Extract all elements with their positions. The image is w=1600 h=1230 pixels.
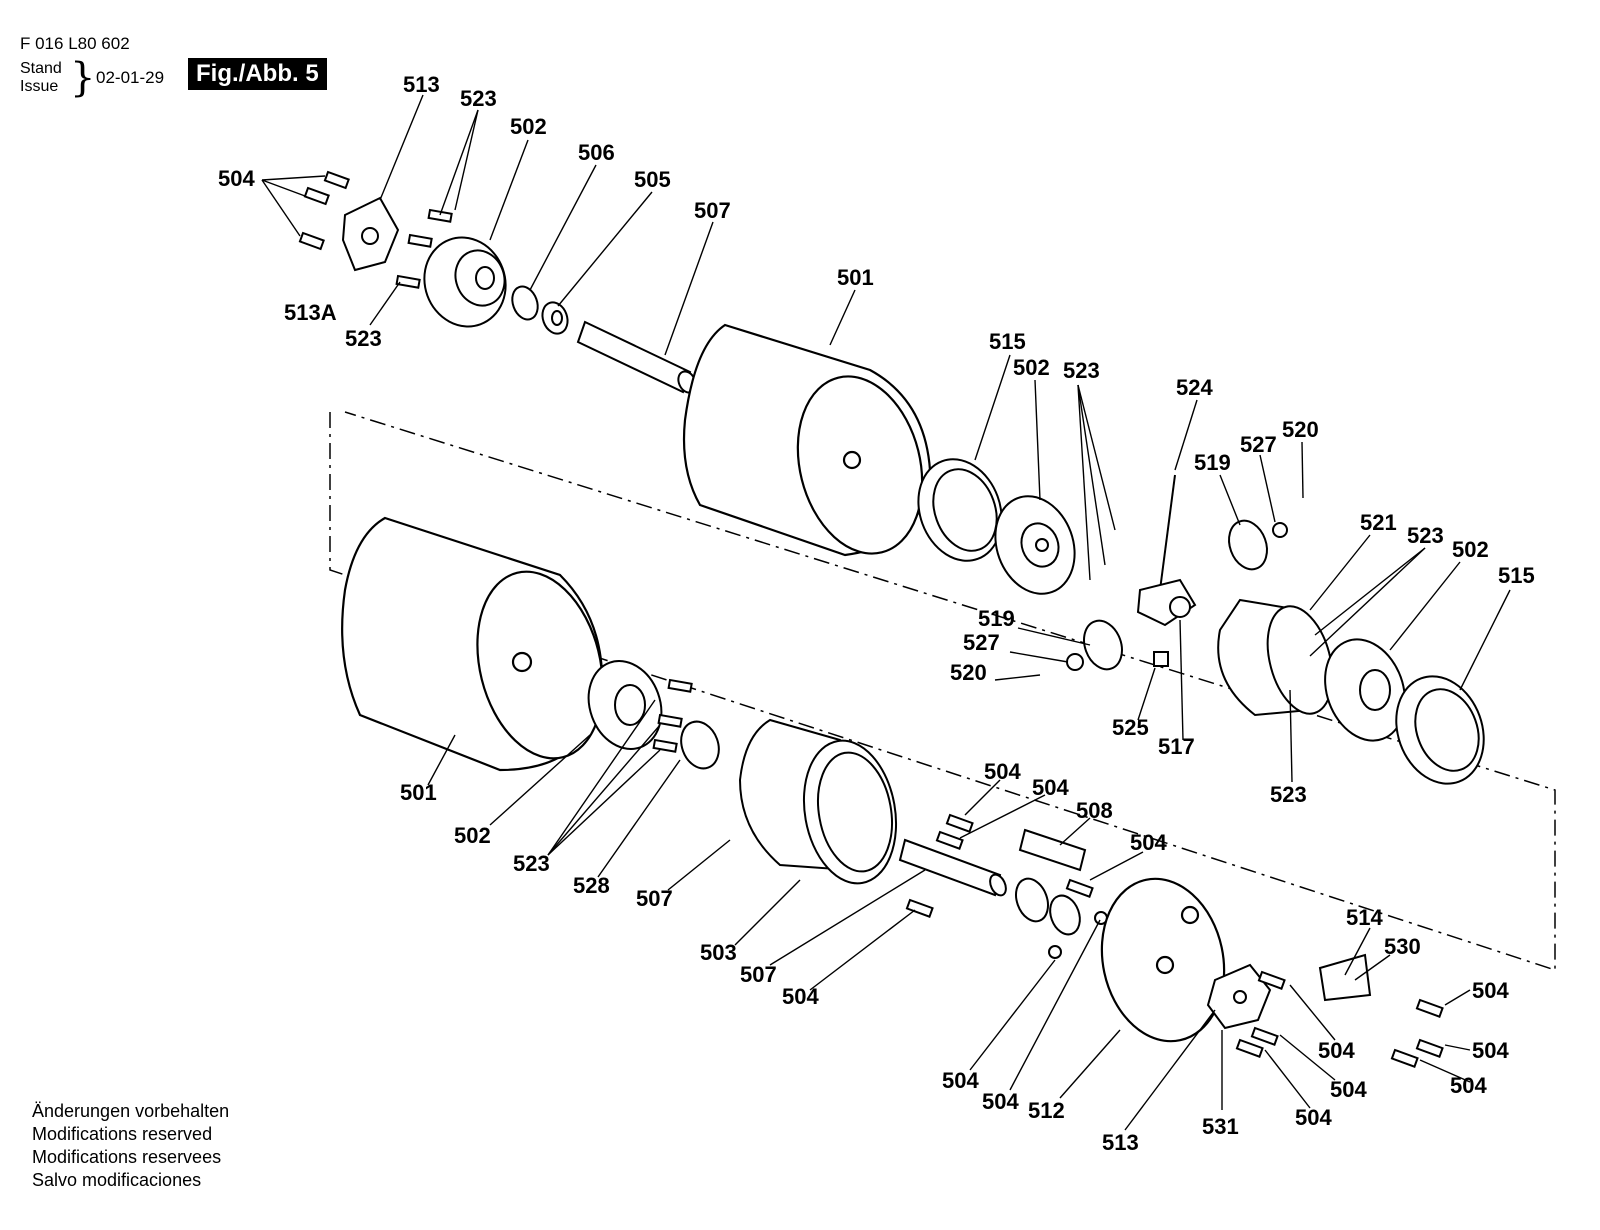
part-label: 519	[1194, 450, 1231, 475]
part-label: 505	[634, 167, 671, 192]
right-housing-part	[1217, 598, 1485, 785]
bracket-514	[1318, 953, 1372, 1002]
part-label: 523	[1407, 523, 1444, 548]
part-label: 513A	[284, 300, 337, 325]
part-label: 504	[1450, 1073, 1487, 1098]
part-label: 524	[1176, 375, 1213, 400]
part-label: 515	[1498, 563, 1535, 588]
part-label: 504	[218, 166, 255, 191]
upper-bearing-part	[994, 495, 1076, 595]
part-label: 523	[1270, 782, 1307, 807]
footer-line-en: Modifications reserved	[32, 1124, 213, 1144]
part-label: 503	[700, 940, 737, 965]
footer-line-es: Salvo modificaciones	[32, 1170, 202, 1190]
stand-label: Stand	[20, 60, 62, 77]
part-label: 513	[403, 72, 440, 97]
end-plate-part	[1100, 877, 1226, 1043]
part-label: 501	[400, 780, 437, 805]
figure-badge: Fig./Abb. 5	[188, 58, 327, 90]
upper-screws	[298, 170, 453, 289]
part-label: 504	[1318, 1038, 1355, 1063]
part-label: 507	[636, 886, 673, 911]
part-label: 504	[982, 1089, 1019, 1114]
upper-end-shield-part	[423, 236, 507, 328]
part-label: 504	[1472, 1038, 1509, 1063]
part-label: 504	[942, 1068, 979, 1093]
upper-rings	[511, 285, 569, 335]
part-label: 504	[984, 759, 1021, 784]
part-label: 531	[1202, 1114, 1239, 1139]
dash-frame	[329, 411, 1556, 972]
part-label: 504	[1130, 830, 1167, 855]
part-label: 527	[1240, 432, 1277, 457]
stand-issue-label: Stand Issue	[20, 60, 62, 96]
part-label: 523	[513, 851, 550, 876]
upper-seal-ring-part	[917, 458, 1003, 562]
part-label: 530	[1384, 934, 1421, 959]
gear-assembly-part	[1066, 474, 1288, 671]
leader-lines	[261, 94, 1511, 1131]
upper-shaft-part	[576, 320, 697, 394]
part-label: 501	[837, 265, 874, 290]
part-label: 507	[694, 198, 731, 223]
issue-date: 02-01-29	[96, 68, 165, 87]
part-label: 504	[782, 984, 819, 1009]
part-label: 515	[989, 329, 1026, 354]
part-label: 517	[1158, 734, 1195, 759]
lower-drum-part	[341, 516, 604, 772]
part-label: 521	[1360, 510, 1397, 535]
part-label: 523	[460, 86, 497, 111]
part-label: 523	[345, 326, 382, 351]
part-label: 520	[950, 660, 987, 685]
part-label: 502	[510, 114, 547, 139]
lower-bearing-part	[587, 660, 720, 770]
document-number: F 016 L80 602	[20, 34, 130, 53]
part-label: 506	[578, 140, 615, 165]
brace-icon: }	[70, 55, 96, 101]
part-label: 502	[1452, 537, 1489, 562]
footer-line-de: Änderungen vorbehalten	[32, 1101, 230, 1121]
part-label: 504	[1472, 978, 1509, 1003]
part-label: 508	[1076, 798, 1113, 823]
part-label: 520	[1282, 417, 1319, 442]
part-label: 504	[1295, 1105, 1332, 1130]
part-label: 502	[1013, 355, 1050, 380]
lower-plate-513	[1206, 963, 1272, 1030]
part-label: 527	[963, 630, 1000, 655]
lower-screws	[652, 678, 1444, 1068]
part-label: 528	[573, 873, 610, 898]
upper-plate-part	[341, 196, 400, 272]
part-label: 519	[978, 606, 1015, 631]
part-label: 525	[1112, 715, 1149, 740]
lower-shaft-part	[898, 828, 1087, 897]
part-label: 523	[1063, 358, 1100, 383]
part-label: 504	[1032, 775, 1069, 800]
part-label: 513	[1102, 1130, 1139, 1155]
part-label: 512	[1028, 1098, 1065, 1123]
issue-label: Issue	[20, 78, 59, 95]
lower-washers	[1015, 877, 1108, 959]
part-label: 504	[1330, 1077, 1367, 1102]
part-labels: 513 523 502 506 505 507 504 513A 523 501…	[218, 72, 1535, 1155]
upper-drum-part	[682, 323, 932, 557]
part-label: 502	[454, 823, 491, 848]
footer-line-fr: Modifications reservees	[32, 1147, 222, 1167]
footer-notes: Änderungen vorbehalten Modifications res…	[32, 1100, 229, 1192]
part-label: 514	[1346, 905, 1383, 930]
part-label: 507	[740, 962, 777, 987]
ring-gear-part	[738, 718, 898, 885]
